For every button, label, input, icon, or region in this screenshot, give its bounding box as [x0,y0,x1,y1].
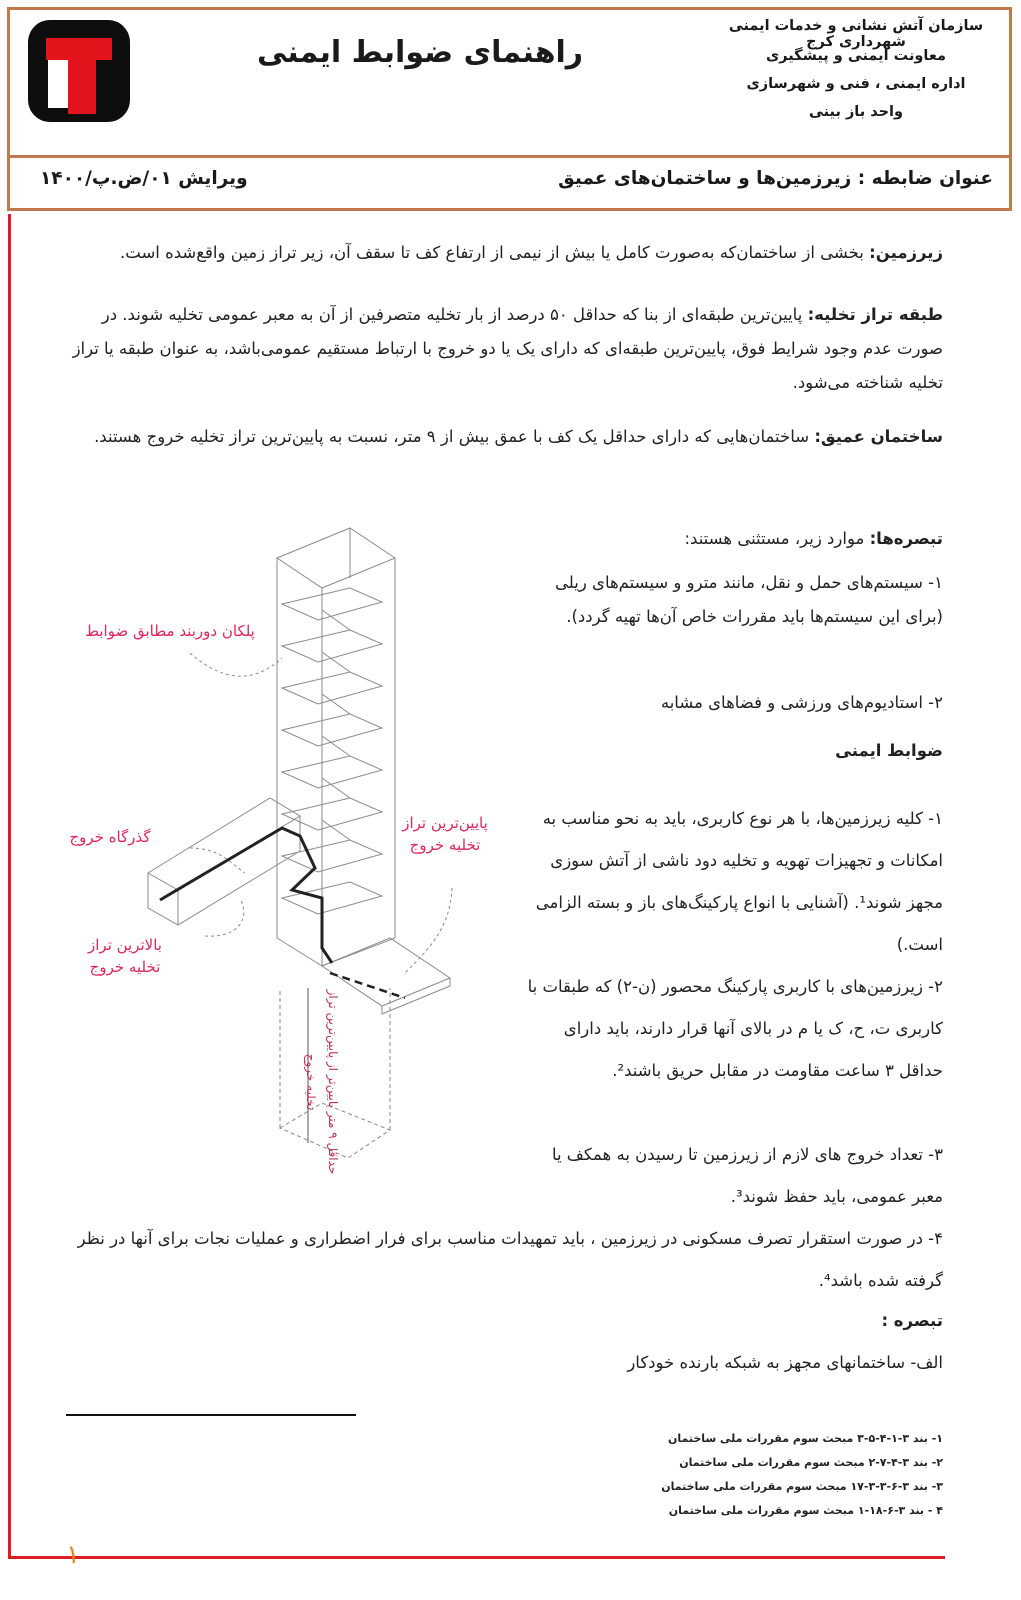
exceptions-heading: تبصره‌ها: موارد زیر، مستثنی هستند: [684,529,943,548]
rule-1: ۱- کلیه زیرزمین‌ها، با هر نوع کاربری، با… [535,809,943,954]
rule-3: ۳- تعداد خروج های لازم از زیرزمین تا رسی… [551,1145,943,1206]
footnote-separator [66,1414,356,1416]
def-deep-building: ساختمان عمیق: ساختمان‌هایی که دارای حداق… [94,427,943,446]
footnote-3: ۳- بند ۳-۶-۳-۳-۱۷ مبحث سوم مقررات ملی سا… [661,1480,943,1493]
regulation-subject: عنوان ضابطه : زیرزمین‌ها و ساختمان‌های ع… [558,168,993,189]
org-line-3: اداره ایمنی ، فنی و شهرسازی [746,76,966,92]
version-label: ویرایش ۰۱/ض.پ/۱۴۰۰ [40,168,248,189]
label-stair: پلکان دوربند مطابق ضوابط [85,622,255,640]
footnote-1: ۱- بند ۳-۱-۴-۵-۳ مبحث سوم مقررات ملی ساخ… [667,1432,943,1445]
document-title: راهنمای ضوابط ایمنی [256,35,584,70]
org-line-4: واحد باز بینی [808,104,904,120]
safety-heading: ضوابط ایمنی [835,741,943,760]
label-highest-exit-level: بالاترین تراز تخلیه خروج [88,936,162,976]
page-number: ۱ [66,1540,80,1570]
note-a: الف- ساختمانهای مجهز به شبکه بارنده خودک… [627,1353,943,1372]
header-box [7,7,1012,211]
rule-2: ۲- زیرزمین‌های با کاربری پارکینگ محصور (… [527,977,943,1080]
page-border-left [8,214,11,1559]
exception-1: ۱- سیستم‌های حمل و نقل، مانند مترو و سیس… [555,573,943,626]
def-basement: زیرزمین: بخشی از ساختمان‌که به‌صورت کامل… [120,243,943,262]
exception-2: ۲- استادیوم‌های ورزشی و فضاهای مشابه [660,693,943,712]
page-border-bottom [8,1556,945,1559]
header-divider [7,155,1012,158]
label-lowest-exit-level: پایین‌ترین تراز تخلیه خروج [402,814,488,854]
fire-department-logo [28,20,130,122]
footnote-2: ۲- بند ۳-۴-۷-۲ مبحث سوم مقررات ملی ساختم… [679,1456,943,1469]
def-exit-level: طبقه تراز تخلیه: پایین‌ترین طبقه‌ای از ب… [72,305,943,392]
org-line-1: سازمان آتش نشانی و خدمات ایمنی شهرداری ک… [728,18,984,50]
note-heading: تبصره : [881,1311,943,1330]
footnote-4: ۴ - بند ۳-۶-۱۸-۱ مبحث سوم مقررات ملی ساخ… [668,1504,943,1517]
label-depth: حداقل ۹ متر پایین‌تر از پایین‌ترین تراز … [304,989,340,1175]
org-line-2: معاونت ایمنی و پیشگیری [765,48,947,64]
rule-4: ۴- در صورت استقرار تصرف مسکونی در زیرزمی… [77,1229,943,1290]
stair-diagram [147,527,453,1159]
label-exit-passage: گذرگاه خروج [69,828,151,846]
